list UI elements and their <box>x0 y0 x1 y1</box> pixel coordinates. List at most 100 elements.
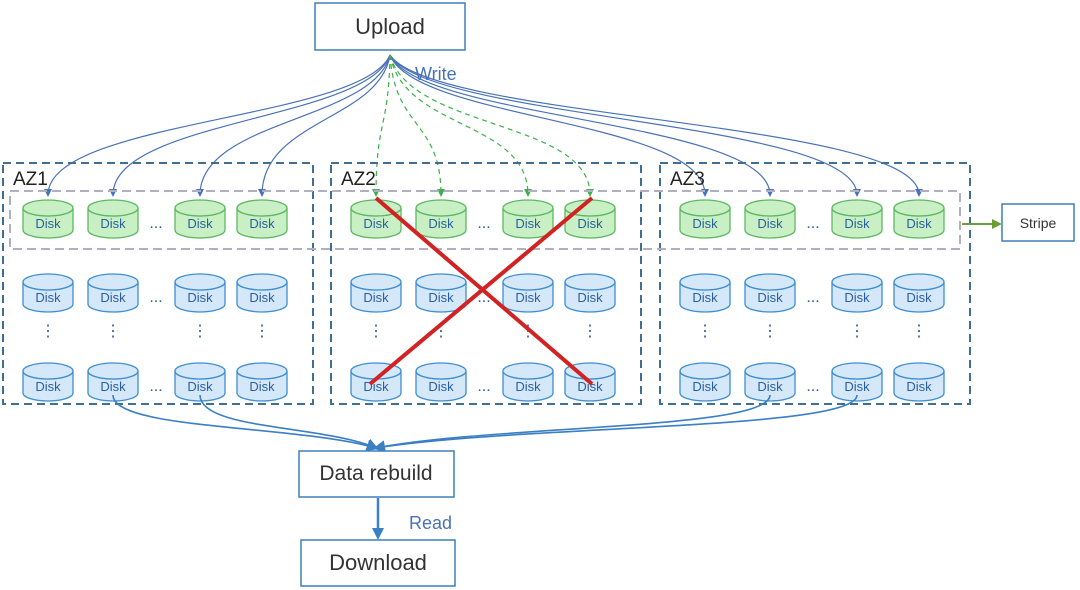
disk: Disk <box>502 273 554 313</box>
disk: Disk <box>350 362 402 402</box>
vertical-ellipsis: ⋮ <box>582 323 598 340</box>
disk: Disk <box>174 199 226 239</box>
zone-az1: AZ1 <box>2 162 314 405</box>
disk: Disk <box>87 273 139 313</box>
ellipsis: ... <box>806 289 819 306</box>
disk: Disk <box>679 273 731 313</box>
disk: Disk <box>415 273 467 313</box>
disk: Disk <box>744 199 796 239</box>
vertical-ellipsis: ⋮ <box>849 323 865 340</box>
disk-label: Disk <box>100 290 126 305</box>
disk: Disk <box>679 199 731 239</box>
vertical-ellipsis: ⋮ <box>40 323 56 340</box>
disk-label: Disk <box>428 379 454 394</box>
disk: Disk <box>564 199 616 239</box>
rebuild-arrows <box>112 394 858 453</box>
disk-label: Disk <box>844 290 870 305</box>
ellipsis: ... <box>806 215 819 232</box>
disk-label: Disk <box>249 290 275 305</box>
disk: Disk <box>893 199 945 239</box>
disk: Disk <box>350 199 402 239</box>
disk: Disk <box>350 273 402 313</box>
disk-label: Disk <box>906 379 932 394</box>
data-rebuild-label: Data rebuild <box>319 462 432 485</box>
vertical-ellipsis: ⋮ <box>368 323 384 340</box>
vertical-ellipsis: ⋮ <box>911 323 927 340</box>
disk-label: Disk <box>249 216 275 231</box>
zone-label: AZ3 <box>670 169 705 190</box>
zone-label: AZ2 <box>341 169 376 190</box>
zone-az2: AZ2 <box>330 162 642 405</box>
stripe-node: Stripe <box>1001 203 1075 242</box>
disk: Disk <box>744 273 796 313</box>
disk: Disk <box>564 273 616 313</box>
disk-label: Disk <box>428 290 454 305</box>
disk: Disk <box>831 362 883 402</box>
stripe-write-arrows <box>372 54 594 197</box>
disk: Disk <box>22 362 74 402</box>
disk-label: Disk <box>100 216 126 231</box>
disk-label: Disk <box>757 216 783 231</box>
disk-label: Disk <box>35 290 61 305</box>
disk: Disk <box>679 362 731 402</box>
disk-label: Disk <box>906 216 932 231</box>
disk: Disk <box>22 199 74 239</box>
disk-label: Disk <box>692 290 718 305</box>
zone-label: AZ1 <box>13 169 48 190</box>
disk: Disk <box>87 362 139 402</box>
ellipsis: ... <box>149 378 162 395</box>
stripe-label: Stripe <box>1020 215 1057 231</box>
disk: Disk <box>831 273 883 313</box>
ellipsis: ... <box>477 215 490 232</box>
vertical-ellipsis: ⋮ <box>254 323 270 340</box>
vertical-ellipsis: ⋮ <box>697 323 713 340</box>
disk: Disk <box>236 273 288 313</box>
ellipsis: ... <box>149 215 162 232</box>
disk-label: Disk <box>515 216 541 231</box>
disk: Disk <box>502 199 554 239</box>
write-label: Write <box>415 64 457 84</box>
disk: Disk <box>236 199 288 239</box>
ellipsis: ... <box>477 378 490 395</box>
upload-node: Upload <box>314 2 466 51</box>
disk: Disk <box>893 273 945 313</box>
disk-label: Disk <box>35 216 61 231</box>
disk-label: Disk <box>35 379 61 394</box>
disk-label: Disk <box>906 290 932 305</box>
disk-label: Disk <box>187 379 213 394</box>
disk-label: Disk <box>577 290 603 305</box>
disk-label: Disk <box>187 290 213 305</box>
disk-label: Disk <box>692 216 718 231</box>
disk-label: Disk <box>577 379 603 394</box>
disk: Disk <box>564 362 616 402</box>
vertical-ellipsis: ⋮ <box>192 323 208 340</box>
disk: Disk <box>87 199 139 239</box>
vertical-ellipsis: ⋮ <box>105 323 121 340</box>
data-rebuild-node: Data rebuild <box>298 450 455 498</box>
vertical-ellipsis: ⋮ <box>762 323 778 340</box>
disk-label: Disk <box>757 290 783 305</box>
az2-failure-cross <box>368 196 594 386</box>
download-label: Download <box>329 550 427 575</box>
disk: Disk <box>744 362 796 402</box>
disk: Disk <box>174 273 226 313</box>
disk-label: Disk <box>249 379 275 394</box>
disk: Disk <box>831 199 883 239</box>
disk: Disk <box>22 273 74 313</box>
disk-label: Disk <box>757 379 783 394</box>
disk: Disk <box>415 362 467 402</box>
ellipsis: ... <box>149 289 162 306</box>
disk: Disk <box>236 362 288 402</box>
upload-label: Upload <box>355 14 425 39</box>
disk: Disk <box>502 362 554 402</box>
disk-label: Disk <box>363 216 389 231</box>
disk-label: Disk <box>577 216 603 231</box>
disk-label: Disk <box>428 216 454 231</box>
download-node: Download <box>300 539 456 587</box>
read-label: Read <box>409 513 452 533</box>
disk-label: Disk <box>515 290 541 305</box>
zone-az3: AZ3 <box>659 162 971 405</box>
disk: Disk <box>174 362 226 402</box>
